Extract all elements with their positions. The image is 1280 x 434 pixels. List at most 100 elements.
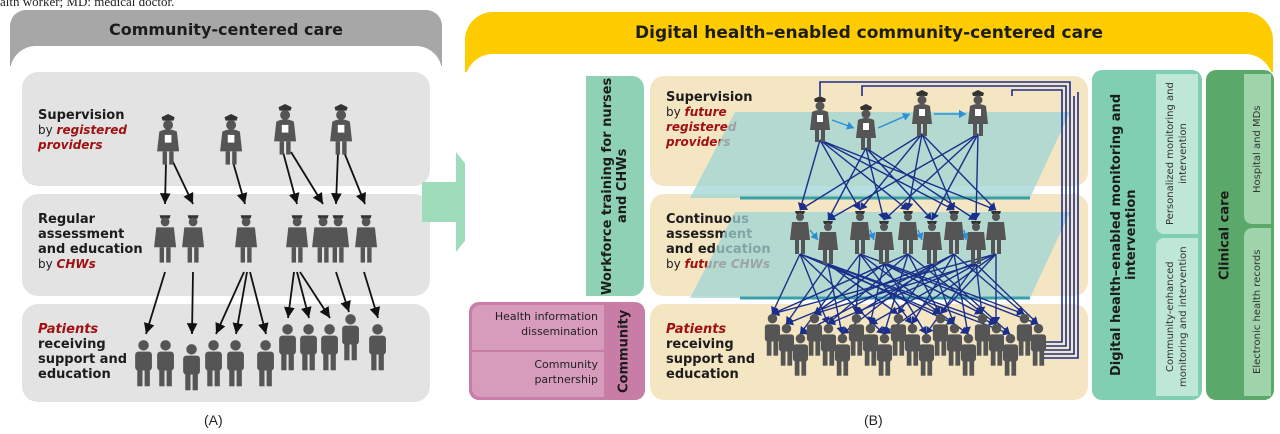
chw-figure <box>922 221 942 264</box>
network-link <box>865 147 933 221</box>
chw-figure <box>285 215 308 263</box>
network-link <box>869 263 977 325</box>
provider-figure <box>156 114 179 165</box>
panel-a-arrows <box>144 151 381 335</box>
network-link <box>865 147 977 221</box>
patient-figure <box>904 323 920 366</box>
patient-figure <box>369 324 387 371</box>
network-link <box>971 133 981 221</box>
patient-figure <box>1002 333 1018 376</box>
patient-figure <box>890 313 906 356</box>
panel-a-label-patients: Patients receiving support and education <box>38 322 128 382</box>
network-link <box>883 253 997 335</box>
chw-figure <box>234 215 257 263</box>
patient-figure <box>279 324 297 371</box>
network-link <box>881 253 909 335</box>
patient-figure <box>157 340 175 387</box>
patient-figure <box>876 333 892 376</box>
network-link <box>813 263 885 315</box>
patient-figure <box>974 313 990 356</box>
patient-figure <box>960 333 976 376</box>
panel-b-label-supervision: Supervision by future registered provide… <box>666 90 753 149</box>
network-link <box>819 139 909 211</box>
chw-figure <box>354 215 377 263</box>
patient-figure <box>806 313 822 356</box>
provider-figure <box>273 104 296 155</box>
network-link <box>785 263 829 325</box>
patient-figure <box>918 333 934 376</box>
patient-figure <box>227 340 245 387</box>
chw-figure <box>326 215 349 263</box>
network-link <box>925 263 977 335</box>
patient-figure <box>820 323 836 366</box>
chw-figure <box>181 215 204 263</box>
network-link <box>883 133 979 221</box>
network-link <box>877 112 911 129</box>
patient-figure <box>946 323 962 366</box>
patient-figure <box>342 314 360 361</box>
network-link <box>827 133 979 221</box>
network-link <box>867 229 876 241</box>
community-item-dissemination: Health information dissemination <box>472 305 604 350</box>
patient-figure <box>932 313 948 356</box>
network-link <box>975 263 1039 325</box>
figure-caption-fragment: alth worker; MD: medical doctor. <box>0 0 175 9</box>
network-link <box>797 139 821 211</box>
chw-figure <box>986 211 1006 254</box>
network-link <box>799 133 923 211</box>
chw-figure <box>874 221 894 264</box>
patient-figure <box>205 340 223 387</box>
panel-a-label-assessment: Regular assessment and education by CHWs <box>38 212 143 271</box>
network-link <box>931 133 979 221</box>
panel-b-caption: (B) <box>864 412 883 428</box>
chw-figure <box>818 221 838 264</box>
network-link <box>939 253 997 315</box>
network-link <box>859 133 923 211</box>
patient-figure <box>764 313 780 356</box>
network-link <box>953 253 971 335</box>
network-link <box>809 229 819 241</box>
patient-figure <box>135 340 153 387</box>
provider-figure <box>912 90 932 136</box>
network-link <box>905 133 923 211</box>
network-link <box>931 263 956 325</box>
patient-figure <box>792 333 808 376</box>
panel-a-title: Community-centered care <box>108 20 344 39</box>
provider-figure <box>329 104 352 155</box>
network-link <box>819 139 955 211</box>
transition-arrow-icon <box>422 152 496 252</box>
network-link <box>855 253 955 315</box>
network-link <box>813 263 977 316</box>
network-link <box>827 263 955 325</box>
network-link <box>975 263 986 315</box>
network-link <box>921 133 956 211</box>
network-link <box>799 253 830 325</box>
network-link <box>771 253 997 317</box>
patient-figure <box>300 324 318 371</box>
patient-figure <box>848 313 864 356</box>
network-link <box>915 229 924 241</box>
panel-a-caption: (A) <box>204 412 223 428</box>
patient-figure <box>834 333 850 376</box>
panel-a-label-supervision: Supervision by registered providers <box>38 108 127 152</box>
network-link <box>865 147 887 221</box>
network-link <box>827 253 997 326</box>
patient-figure <box>778 323 794 366</box>
chw-figure <box>153 215 176 263</box>
patient-figure <box>988 323 1004 366</box>
patient-figure <box>321 324 339 371</box>
provider-figure <box>810 96 830 142</box>
provider-figure <box>856 104 876 150</box>
network-link <box>953 253 1025 315</box>
chw-figure <box>898 211 918 254</box>
network-link <box>960 229 969 241</box>
network-link <box>771 253 801 315</box>
community-item-partnership: Community partnership <box>472 352 604 397</box>
provider-figure <box>219 114 242 165</box>
panel-a-tier-supervision <box>22 72 430 186</box>
network-link <box>785 263 933 326</box>
network-link <box>819 139 861 211</box>
chw-figure <box>944 211 964 254</box>
